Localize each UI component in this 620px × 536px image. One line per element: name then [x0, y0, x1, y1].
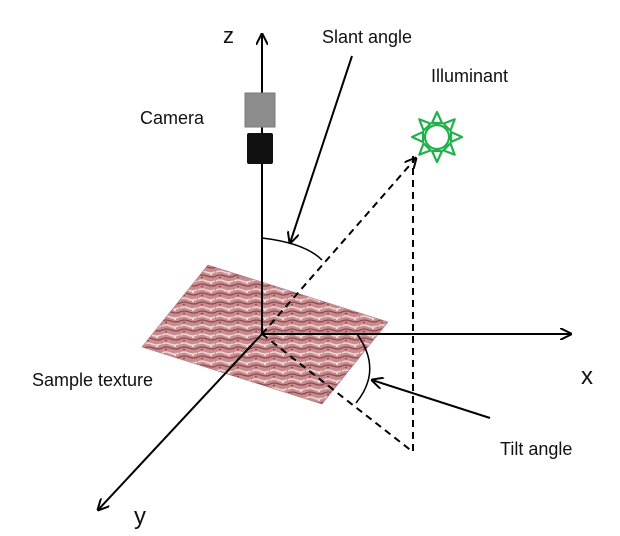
slant-angle-label: Slant angle [322, 27, 412, 47]
camera-icon [244, 92, 276, 164]
sun-icon [410, 110, 464, 164]
slant-angle-pointer [290, 55, 353, 243]
camera-lens-block [244, 92, 276, 128]
camera-body-block [247, 133, 273, 164]
illuminant-direction-line [261, 158, 416, 335]
camera-label: Camera [140, 108, 205, 128]
illuminant-label: Illuminant [431, 66, 508, 86]
slant-angle-arc [261, 237, 323, 261]
y-axis-label: y [134, 503, 146, 530]
x-axis-label: x [581, 363, 593, 390]
y-axis-line [98, 333, 263, 510]
tilt-angle-pointer [372, 380, 491, 419]
illuminant-ground-projection [261, 333, 414, 453]
tilt-angle-label: Tilt angle [500, 439, 572, 459]
tilt-angle-arc [355, 333, 371, 404]
sample-texture-label: Sample texture [32, 370, 153, 390]
z-axis-label: z [223, 23, 234, 48]
